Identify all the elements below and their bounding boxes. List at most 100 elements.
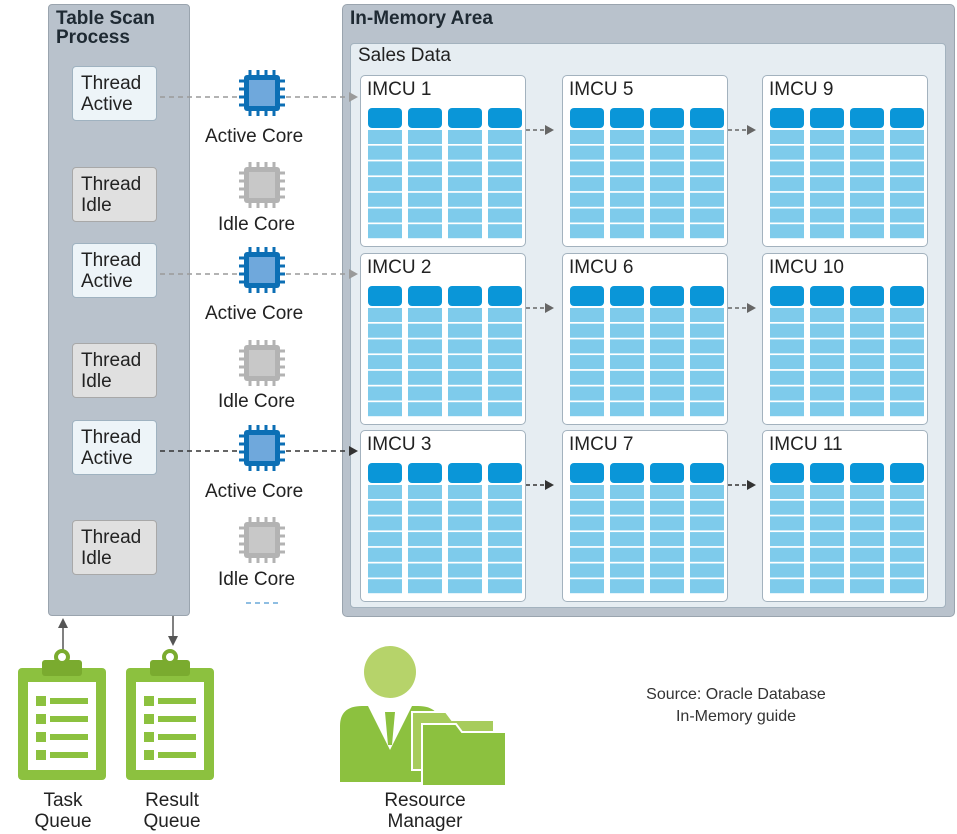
active-core-label: Active Core xyxy=(205,303,304,324)
scan-title-line2: Process xyxy=(56,27,130,48)
imcu-column-header xyxy=(650,108,684,128)
imcu-column-cell xyxy=(890,579,924,594)
imcu-column-cell xyxy=(850,208,884,223)
imcu-column-cell xyxy=(610,208,644,223)
imcu-column-header xyxy=(448,286,482,306)
scan-title-line1: Table Scan xyxy=(56,8,155,29)
imcu-column-cell xyxy=(570,579,604,594)
imcu-column-cell xyxy=(850,130,884,144)
imcu-column xyxy=(570,108,604,239)
imcu-column-cell xyxy=(770,402,804,417)
imcu-column-cell xyxy=(690,485,724,499)
imcu-column-cell xyxy=(368,339,402,354)
imcu-column-cell xyxy=(570,563,604,578)
task-queue-label-line1: Task xyxy=(43,790,83,811)
imcu-column-cell xyxy=(810,161,844,176)
imcu-column-header xyxy=(368,463,402,483)
imcu-column-cell xyxy=(408,563,442,578)
imcu-column-cell xyxy=(650,547,684,562)
imcu-column-cell xyxy=(650,308,684,322)
imcu-column-cell xyxy=(488,579,522,594)
imcu-column-cell xyxy=(650,402,684,417)
imcu-column-cell xyxy=(610,192,644,207)
imcu-column-cell xyxy=(448,208,482,223)
imcu-column-cell xyxy=(448,130,482,144)
imcu-column xyxy=(570,463,604,594)
imcu-column-cell xyxy=(810,532,844,547)
imcu-column xyxy=(488,108,522,239)
imcu-label: IMCU 5 xyxy=(569,79,634,100)
imcu-label: IMCU 2 xyxy=(367,257,432,278)
task-queue-label-line2: Queue xyxy=(34,811,92,832)
imcu-column-cell xyxy=(690,402,724,417)
imcu-column-cell xyxy=(850,516,884,531)
imcu-column-cell xyxy=(448,516,482,531)
imcu-box: IMCU 1 xyxy=(360,75,526,247)
imcu-column-header xyxy=(810,286,844,306)
imcu-column-cell xyxy=(890,208,924,223)
imcu-column-header xyxy=(570,286,604,306)
imcu-column xyxy=(770,286,804,417)
active-core-icon xyxy=(239,425,285,471)
imcu-column-cell xyxy=(448,579,482,594)
imcu-column-cell xyxy=(610,339,644,354)
imcu-column-cell xyxy=(850,547,884,562)
imcu-column-cell xyxy=(570,308,604,322)
imcu-column-cell xyxy=(368,308,402,322)
imcu-column-cell xyxy=(690,323,724,338)
imcu-column-cell xyxy=(570,208,604,223)
imcu-column-cell xyxy=(650,145,684,160)
imcu-column-cell xyxy=(448,145,482,160)
imcu-column-cell xyxy=(570,339,604,354)
imcu-column-cell xyxy=(650,532,684,547)
imcu-column-header xyxy=(570,108,604,128)
idle-core-label: Idle Core xyxy=(218,214,296,235)
imcu-column-cell xyxy=(690,563,724,578)
imcu-column-cell xyxy=(770,355,804,370)
imcu-column-header xyxy=(770,463,804,483)
imcu-column-cell xyxy=(810,516,844,531)
imcu-column-cell xyxy=(770,547,804,562)
connector-arrowhead xyxy=(349,446,358,456)
imcu-column-cell xyxy=(408,161,442,176)
imcu-column-header xyxy=(890,463,924,483)
imcu-column xyxy=(810,463,844,594)
imcu-column-cell xyxy=(408,547,442,562)
imcu-column-cell xyxy=(448,308,482,322)
imcu-column-cell xyxy=(650,516,684,531)
imcu-column-cell xyxy=(810,485,844,499)
imcu-column-cell xyxy=(570,547,604,562)
imcu-column-header xyxy=(650,463,684,483)
imcu-column-cell xyxy=(488,308,522,322)
imcu-column-cell xyxy=(890,130,924,144)
imcu-column-cell xyxy=(488,500,522,515)
imcu-column-cell xyxy=(810,500,844,515)
imcu-column-cell xyxy=(570,355,604,370)
imcu-label: IMCU 3 xyxy=(367,434,432,455)
imcu-column-cell xyxy=(850,563,884,578)
imcu-column-cell xyxy=(408,323,442,338)
imcu-column-cell xyxy=(690,145,724,160)
imcu-column-cell xyxy=(408,485,442,499)
idle-core-icon xyxy=(239,340,285,386)
imcu-column-cell xyxy=(610,516,644,531)
imcu-column xyxy=(368,286,402,417)
imcu-column-cell xyxy=(890,402,924,417)
imcu-column-cell xyxy=(770,516,804,531)
imcu-column-cell xyxy=(850,386,884,401)
imcu-column-cell xyxy=(610,500,644,515)
imcu-column xyxy=(570,286,604,417)
imcu-column-cell xyxy=(770,161,804,176)
imcu-column-header xyxy=(488,463,522,483)
imcu-column-header xyxy=(650,286,684,306)
active-core-icon xyxy=(239,70,285,116)
imcu-column-cell xyxy=(770,323,804,338)
imcu-column-cell xyxy=(448,485,482,499)
imcu-column-cell xyxy=(570,500,604,515)
imcu-column-cell xyxy=(890,547,924,562)
imcu-column-cell xyxy=(770,339,804,354)
imcu-column-cell xyxy=(890,563,924,578)
imcu-column-cell xyxy=(690,224,724,239)
